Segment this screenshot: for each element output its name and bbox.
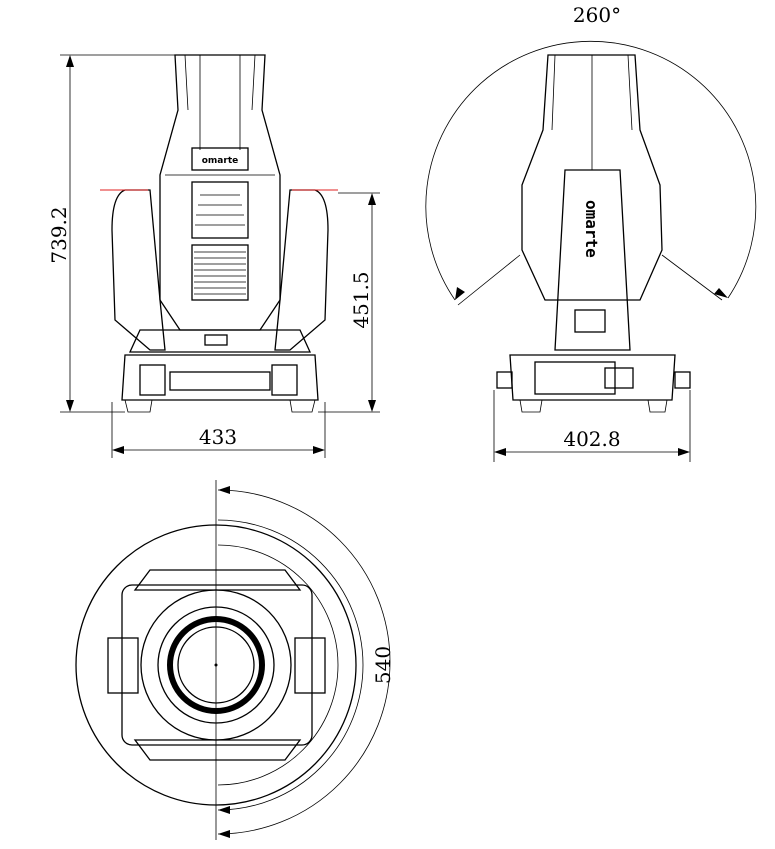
front-logo: omarte [202,156,238,166]
side-logo: omarte [582,200,601,258]
top-view: 540 [75,480,395,840]
tilt-angle-dimension: 260° [573,3,621,27]
base-width-dimension: 402.8 [563,427,620,451]
side-view: 260° omarte 402.8 [425,3,757,462]
front-view: omarte 739.2 451.5 433 [47,54,380,458]
pivot-height-dimension: 451.5 [349,271,373,328]
height-dimension: 739.2 [47,206,71,263]
pan-angle-dimension: 540 [371,646,395,684]
width-dimension: 433 [199,425,237,449]
